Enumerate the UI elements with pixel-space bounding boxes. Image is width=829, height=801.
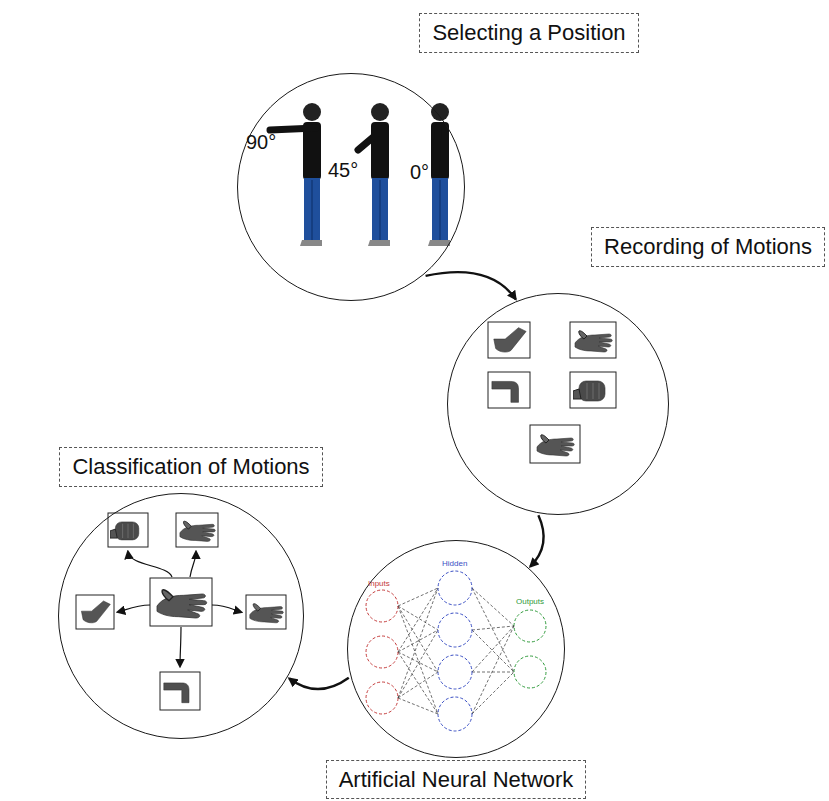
stage-circle: Selecting a Position	[237, 73, 465, 301]
flow-arrow	[530, 515, 543, 566]
classified-motions	[76, 513, 286, 710]
stage-heading: Artificial Neural Network	[326, 760, 587, 800]
standing-figures	[270, 103, 450, 246]
angle-label: 45°	[328, 160, 358, 180]
neural-network	[366, 571, 546, 731]
layer-label: Hidden	[442, 560, 467, 568]
stage-circle: Artificial Neural Network	[347, 540, 565, 758]
stage-heading: Classification of Motions	[59, 447, 322, 487]
flow-arrow	[289, 678, 349, 689]
stage-heading: Selecting a Position	[419, 13, 638, 53]
stage-circle: Classification of Motions	[58, 493, 304, 739]
layer-label: Outputs	[516, 598, 544, 606]
flow-arrow	[426, 272, 516, 299]
stage-heading: Recording of Motions	[591, 227, 825, 267]
angle-label: 90°	[246, 132, 276, 152]
layer-label: Inputs	[368, 580, 390, 588]
angle-label: 0°	[410, 162, 429, 182]
motion-icons	[488, 322, 616, 463]
stage-circle: Recording of Motions	[447, 293, 669, 515]
